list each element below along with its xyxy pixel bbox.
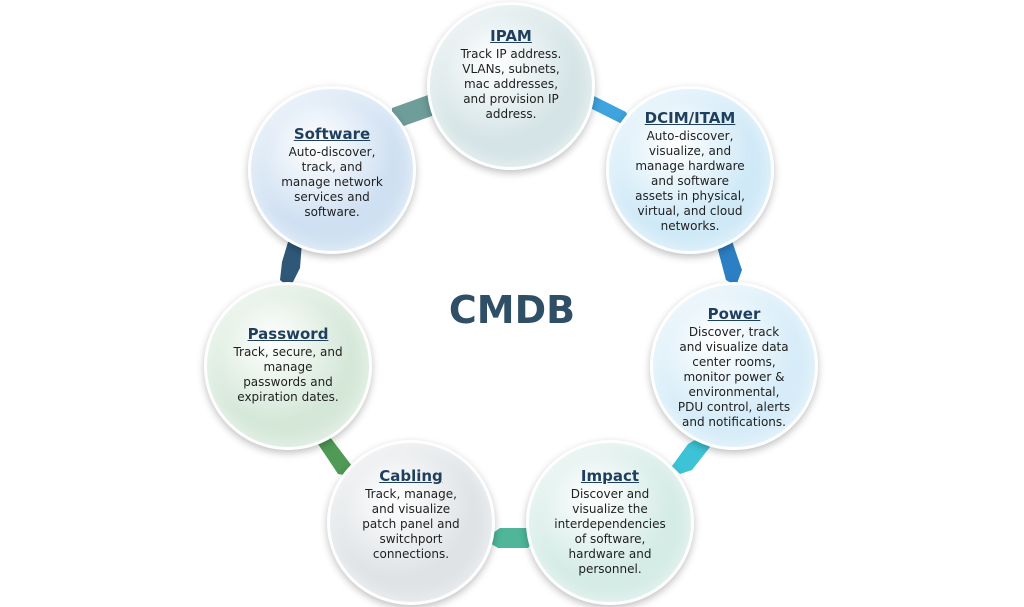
node-password: Password Track, secure, and manage passw… <box>204 282 372 450</box>
node-software: Software Auto-discover, track, and manag… <box>248 86 416 254</box>
node-impact-line: visualize the <box>572 502 648 516</box>
node-software-line: services and <box>294 190 370 204</box>
center-title: CMDB <box>448 288 576 332</box>
node-password-title: Password <box>247 325 329 343</box>
node-power-line: center rooms, <box>692 355 776 369</box>
node-software-line: track, and <box>301 160 363 174</box>
node-dcim-itam-line: assets in physical, <box>635 189 745 203</box>
node-impact-title: Impact <box>580 467 640 485</box>
node-power-description: Discover, track and visualize data cente… <box>678 325 790 430</box>
node-dcim-itam-line: Auto-discover, <box>646 129 734 143</box>
connector-software-ipam <box>392 95 438 128</box>
node-cabling-line: connections. <box>372 547 450 561</box>
node-power-title: Power <box>707 305 761 323</box>
connector-password-software <box>280 242 302 288</box>
node-cabling-title: Cabling <box>379 467 443 485</box>
node-power-line: monitor power & <box>683 370 785 384</box>
node-ipam-line: VLANs, subnets, <box>462 62 560 76</box>
connector-ipam-dcim <box>586 96 630 124</box>
node-power-line: PDU control, alerts <box>677 400 791 414</box>
node-ipam-line: mac addresses, <box>463 77 559 91</box>
node-cabling-description: Track, manage, and visualize patch panel… <box>362 487 459 562</box>
node-cabling-line: switchport <box>379 532 443 546</box>
node-password-description: Track, secure, and manage passwords and … <box>233 345 342 405</box>
node-cabling-line: Track, manage, <box>365 487 457 501</box>
node-cabling-line: and visualize <box>371 502 451 516</box>
connector-power-impact <box>672 437 710 474</box>
node-impact-description: Discover and visualize the interdependen… <box>554 487 666 577</box>
node-dcim-itam-line: visualize, and <box>648 144 732 158</box>
node-password-line: passwords and <box>243 375 333 389</box>
node-power-line: and visualize data <box>679 340 789 354</box>
node-dcim-itam-line: manage hardware <box>635 159 745 173</box>
node-ipam-title: IPAM <box>490 27 532 45</box>
node-impact: Impact Discover and visualize the interd… <box>526 440 694 605</box>
node-impact-line: Discover and <box>570 487 650 501</box>
node-password-line: manage <box>263 360 313 374</box>
node-software-line: manage network <box>281 175 383 189</box>
node-dcim-itam-line: networks. <box>660 219 720 233</box>
connector-impact-cabling <box>488 528 536 548</box>
node-ipam-description: Track IP address. VLANs, subnets, mac ad… <box>461 47 562 122</box>
node-password-line: expiration dates. <box>237 390 339 404</box>
node-software-description: Auto-discover, track, and manage network… <box>281 145 383 220</box>
node-ipam: IPAM Track IP address. VLANs, subnets, m… <box>427 2 595 170</box>
node-power: Power Discover, track and visualize data… <box>650 282 818 450</box>
node-cabling: Cabling Track, manage, and visualize pat… <box>327 440 495 605</box>
node-ipam-line: and provision IP <box>463 92 559 106</box>
node-impact-line: of software, <box>574 532 646 546</box>
node-dcim-itam-title: DCIM/ITAM <box>644 109 736 127</box>
node-software-line: software. <box>304 205 360 219</box>
node-impact-line: hardware and <box>568 547 652 561</box>
node-dcim-itam: DCIM/ITAM Auto-discover, visualize, and … <box>606 86 774 254</box>
node-power-line: and notifications. <box>682 415 786 429</box>
node-cabling-line: patch panel and <box>362 517 460 531</box>
node-ipam-line: address. <box>485 107 537 121</box>
node-dcim-itam-line: virtual, and cloud <box>637 204 743 218</box>
connector-cabling-password <box>318 435 352 476</box>
node-password-line: Track, secure, and <box>233 345 343 359</box>
node-software-title: Software <box>293 125 371 143</box>
node-impact-line: interdependencies <box>554 517 666 531</box>
connector-dcim-power <box>718 241 742 286</box>
node-power-line: environmental, <box>688 385 780 399</box>
node-software-line: Auto-discover, <box>288 145 376 159</box>
node-power-line: Discover, track <box>688 325 780 339</box>
node-dcim-itam-line: and software <box>651 174 729 188</box>
node-ipam-line: Track IP address. <box>460 47 562 61</box>
node-dcim-itam-description: Auto-discover, visualize, and manage har… <box>635 129 745 234</box>
node-impact-line: personnel. <box>578 562 642 576</box>
